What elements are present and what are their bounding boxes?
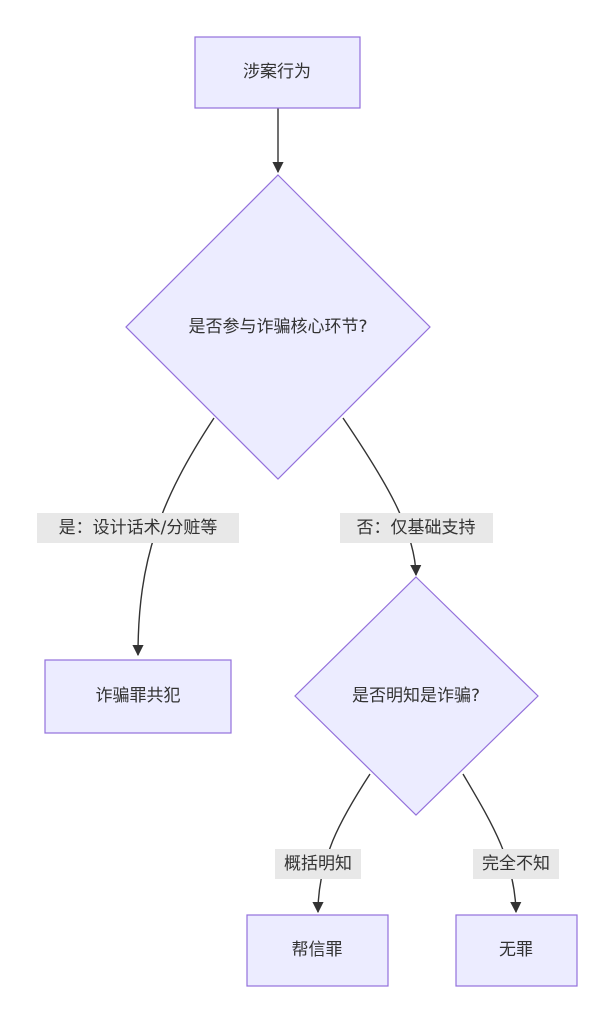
edge-decision1-to-decision2 [342,417,422,577]
node-result-innocent-label: 无罪 [499,940,533,960]
edge-label-knew-generally: 概括明知 [275,849,361,879]
edge-label-knew-nothing-text: 完全不知 [482,854,550,874]
node-result-accomplice: 诈骗罪共犯 [44,659,232,734]
edge-label-knew-nothing: 完全不知 [473,849,559,879]
edge-label-no-core-text: 否：仅基础支持 [357,518,476,538]
node-start-label: 涉案行为 [243,62,311,82]
node-result-help-label: 帮信罪 [292,940,343,960]
edge-label-yes-core: 是：设计话术/分赃等 [37,513,239,543]
node-decision1-label: 是否参与诈骗核心环节? [188,317,367,337]
node-decision2-label: 是否明知是诈骗? [352,686,480,706]
edge-decision2-to-help [312,773,371,914]
node-decision2: 是否明知是诈骗? [294,576,539,816]
edge-label-yes-core-text: 是：设计话术/分赃等 [59,518,218,538]
node-result-accomplice-label: 诈骗罪共犯 [96,686,181,706]
node-result-help: 帮信罪 [246,914,389,987]
edge-label-no-core: 否：仅基础支持 [340,513,493,543]
edge-label-knew-generally-text: 概括明知 [284,854,352,874]
edge-decision2-to-innocent [462,773,522,914]
node-result-innocent: 无罪 [455,914,578,987]
node-decision1: 是否参与诈骗核心环节? [125,174,431,480]
node-start: 涉案行为 [194,36,361,109]
